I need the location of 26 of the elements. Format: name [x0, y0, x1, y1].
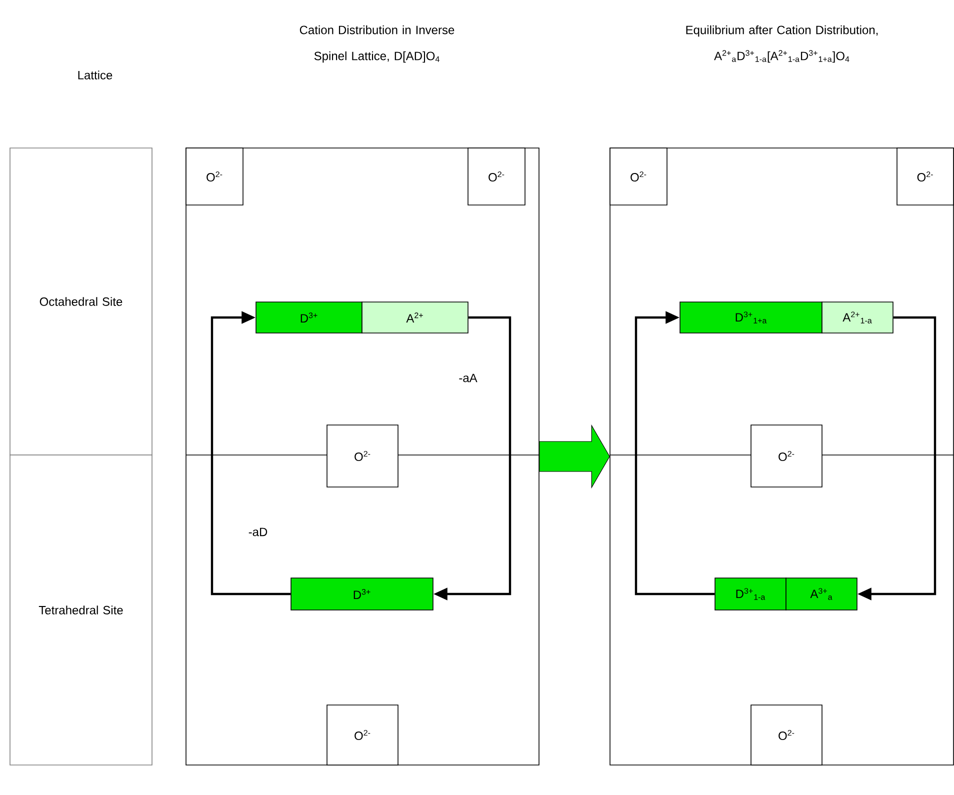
arrow: [634, 311, 715, 596]
arrow: [210, 311, 291, 596]
edge-label: -aD: [247, 526, 269, 538]
ion-box: O$^{2-}$: [326, 704, 398, 766]
ion-box: O$^{2-}$: [468, 148, 526, 206]
cation-bar: D$^{3+}$: [290, 578, 434, 610]
lattice-heading: Lattice: [78, 70, 112, 80]
block-arrow: [539, 424, 610, 489]
ion-box: O$^{2-}$: [750, 424, 822, 488]
ion-box: O$^{2-}$: [186, 148, 244, 206]
ion-box: O$^{2-}$: [896, 148, 954, 206]
lattice-panel: [610, 148, 954, 766]
cation-bar: A$^{3+}$a: [786, 578, 858, 610]
column-heading: Cation Distribution in Inverse Spinel Lattice, D[AD]O$_{4}$: [300, 25, 454, 63]
column-heading: Equilibrium after Cation Distribution, A$^{2+}$$_{a}$D$^{3+}$$_{1-a}$[A$^{2+}$$_{1-a}$D$^{3+}$$_{1+a}$]O$_{4}$: [686, 25, 878, 63]
edge-label: -aA: [458, 372, 478, 384]
cation-bar: A$^{2+}$1-a: [822, 302, 894, 334]
ion-box: O$^{2-}$: [610, 148, 668, 206]
ion-box: O$^{2-}$: [750, 704, 822, 766]
site-cell: Octahedral Site: [10, 148, 152, 456]
ion-box: O$^{2-}$: [326, 424, 398, 488]
cation-bar: A$^{2+}$: [362, 302, 468, 334]
cation-bar: D$^{3+}$: [256, 302, 362, 334]
cation-bar: D$^{3+}$1+a: [680, 302, 822, 334]
cation-bar: D$^{3+}$1-a: [714, 578, 786, 610]
site-cell: Tetrahedral Site: [10, 454, 152, 766]
